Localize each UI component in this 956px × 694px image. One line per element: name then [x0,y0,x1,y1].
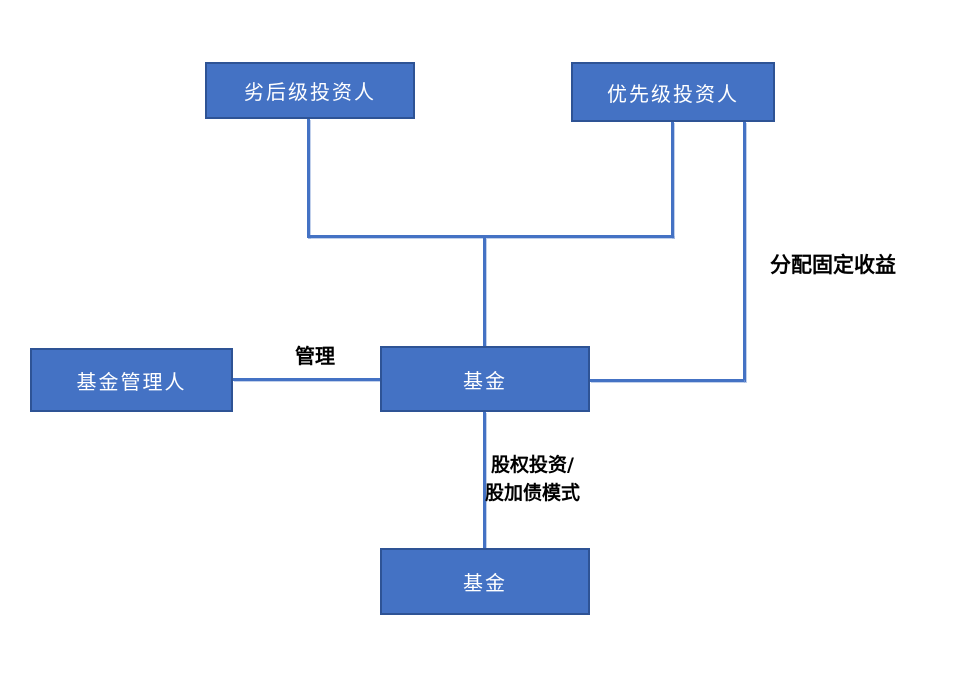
edge-label-investment-line1: 股权投资/ [491,454,574,476]
connector-manager-to-fund [233,378,380,381]
edge-label-investment-line2: 股加债模式 [484,482,580,504]
node-fund: 基金 [380,346,590,412]
edge-label-manage: 管理 [295,344,335,368]
edge-label-fixed-income: 分配固定收益 [770,253,896,277]
connector-senior-fixed-income [743,122,746,382]
connector-bus-to-fund [483,238,486,348]
connector-investor-bus [307,235,674,238]
node-fund-manager-label: 基金管理人 [76,369,187,394]
node-sub-fund: 基金 [380,548,590,615]
node-junior-investor: 劣后级投资人 [205,62,415,119]
connector-fund-to-subfund [483,412,486,548]
node-fund-manager: 基金管理人 [30,348,233,412]
connector-fund-to-fixed-income [590,379,744,382]
node-sub-fund-label: 基金 [463,571,507,595]
node-senior-investor: 优先级投资人 [571,62,775,122]
node-junior-investor-label: 劣后级投资人 [244,80,376,104]
connector-junior-to-bus [307,119,310,238]
node-senior-investor-label: 优先级投资人 [607,81,739,106]
node-fund-label: 基金 [463,368,507,393]
connector-senior-to-bus [671,122,674,238]
edge-label-investment-mode: 股权投资/ 股加债模式 [460,451,605,507]
